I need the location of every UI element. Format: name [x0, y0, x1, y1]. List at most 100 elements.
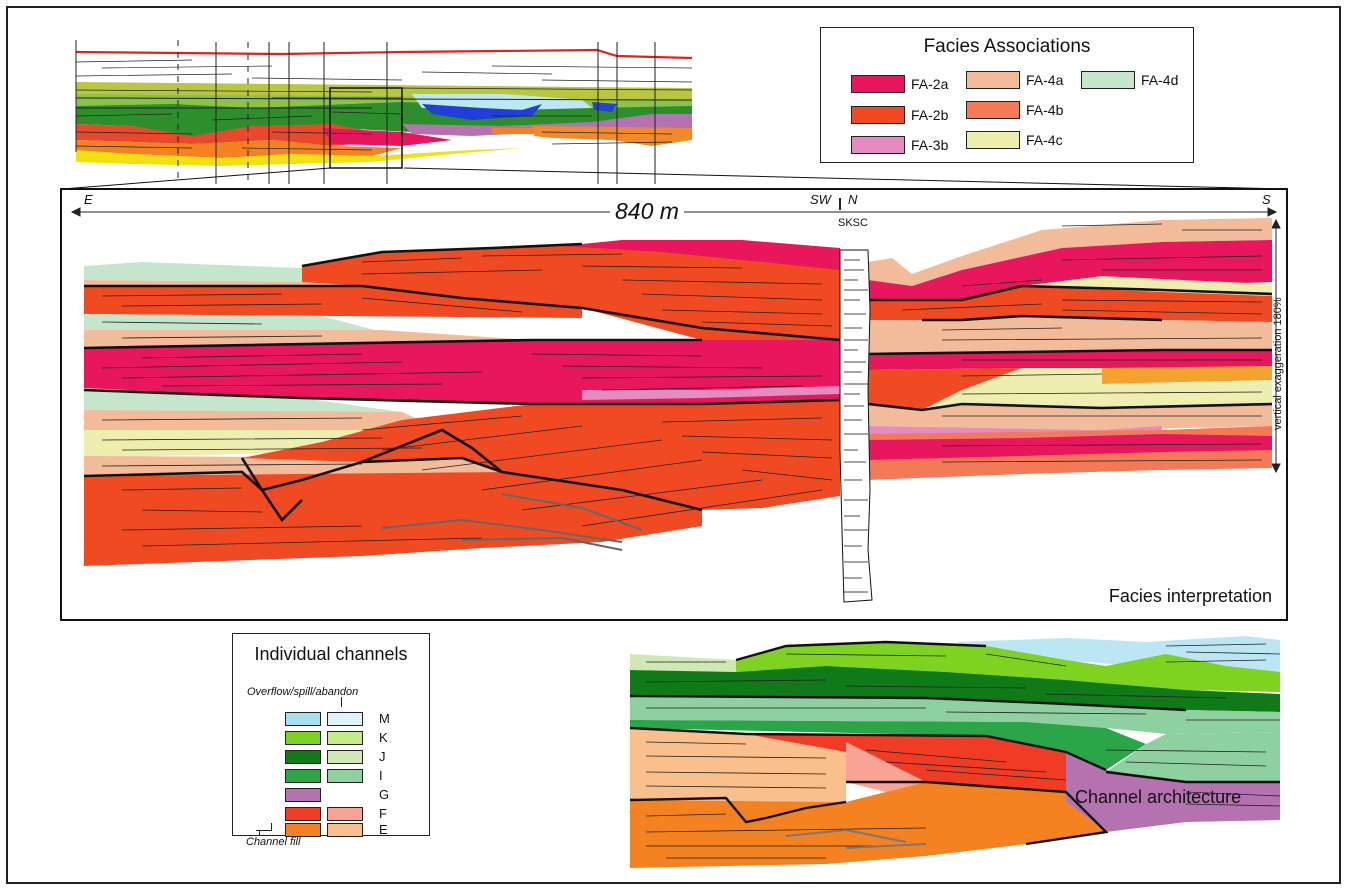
legend-label-fa3b: FA-3b [911, 137, 949, 153]
arch-layer-e [630, 782, 1106, 868]
swatch-f-fill [285, 806, 321, 821]
swatch-f-overflow [327, 806, 363, 821]
swatch-fa2b [851, 106, 905, 124]
layer-fa4a-2 [84, 330, 532, 348]
swatch-k-fill [285, 730, 321, 745]
arch-bedding [645, 643, 1280, 859]
legend-item-fa4d: FA-4d [1081, 71, 1178, 89]
arch-layer-f [746, 734, 1106, 792]
layer-fa2a-right-bottom [868, 434, 1272, 460]
layer-fa4a-right-2 [868, 316, 1272, 354]
channel-row-j: J [285, 749, 386, 764]
channel-label-k: K [379, 730, 388, 745]
facies-legend: Facies Associations FA-2a FA-2b FA-3b FA… [820, 27, 1194, 163]
sksc-label: SKSC [838, 217, 868, 229]
swatch-fa4d [1081, 71, 1135, 89]
arch-layer-i-over-right [1106, 732, 1280, 782]
legend-item-fa2a: FA-2a [851, 75, 948, 93]
channel-architecture-title: Channel architecture [1075, 787, 1242, 807]
layer-fa2b-bottom [84, 472, 702, 566]
channel-row-g: G [285, 787, 389, 802]
channel-label-g: G [379, 787, 390, 802]
channel-architecture-section [629, 636, 1280, 868]
overview-layer-darkgreen [76, 102, 692, 138]
overview-layer-orange [76, 140, 402, 158]
legend-item-fa4c: FA-4c [966, 131, 1063, 149]
swatch-i-overflow [327, 768, 363, 783]
swatch-fa3b [851, 136, 905, 154]
legend-label-fa4c: FA-4c [1026, 132, 1063, 148]
vertical-exaggeration-label: vertical exaggeration 180% [1272, 297, 1284, 430]
overview-layer-orange-right [532, 126, 692, 146]
direction-label-n: N [848, 192, 858, 207]
legend-label-fa4a: FA-4a [1026, 72, 1064, 88]
channel-fill-leader [256, 830, 272, 831]
layer-fa4a-3 [84, 410, 442, 430]
overview-layer-yellow [76, 148, 522, 166]
layer-fa4d-2 [84, 314, 382, 332]
legend-label-fa4b: FA-4b [1026, 102, 1064, 118]
channel-fill-label: Channel fill [246, 836, 301, 848]
sksc-log [839, 249, 873, 603]
layer-fa4b-right-orange [1102, 366, 1272, 384]
facies-interpretation-panel: E SW N S 840 m SKSC vertical exaggeratio… [60, 188, 1288, 621]
swatch-g-fill [285, 787, 321, 802]
layer-fa2b-right-wedge [868, 368, 1022, 410]
zoom-connector [61, 167, 1287, 190]
channel-row-k: K [285, 730, 388, 745]
log-ticks [844, 259, 868, 593]
swatch-j-overflow [327, 749, 363, 764]
swatch-m-fill [285, 711, 321, 726]
facies-interpretation-title: Facies interpretation [1108, 586, 1272, 606]
direction-label-sw: SW [810, 192, 831, 207]
layer-fa4a-right-3 [868, 404, 1272, 430]
channel-row-e: E [285, 822, 388, 837]
fill-leader [259, 830, 260, 836]
overview-layer-red [76, 124, 402, 146]
layer-fa4c-right-2 [922, 368, 1272, 410]
layer-fa4d-top [84, 262, 302, 282]
legend-label-fa2a: FA-2a [911, 76, 949, 92]
arch-layer-f-over [846, 742, 926, 792]
swatch-e-overflow [327, 822, 363, 837]
legend-label-fa2b: FA-2b [911, 107, 949, 123]
arch-layer-k [736, 642, 1280, 692]
swatch-fa4c [966, 131, 1020, 149]
channel-label-i: I [379, 768, 383, 783]
swatch-fa2a [851, 75, 905, 93]
arch-layer-i-over [630, 696, 1280, 734]
arch-major-surfaces [629, 640, 1280, 846]
overview-top-surface [75, 48, 693, 60]
swatch-fa4a [966, 71, 1020, 89]
swatch-j-fill [285, 749, 321, 764]
layer-fa2b-right [868, 286, 1272, 322]
layer-fa2b-1 [84, 286, 582, 318]
channel-label-f: F [379, 806, 387, 821]
arch-layer-i [630, 720, 1146, 770]
arch-layer-e-over [630, 728, 846, 802]
swatch-k-overflow [327, 730, 363, 745]
overview-cross-section [75, 40, 693, 184]
swatch-e-fill [285, 822, 321, 837]
legend-item-fa3b: FA-3b [851, 136, 948, 154]
layer-fa3b-sliver [582, 386, 840, 400]
arch-layer-j [630, 666, 1280, 712]
overview-layer-lightblue [412, 94, 592, 110]
channel-legend-title: Individual channels [254, 644, 408, 664]
legend-item-fa4b: FA-4b [966, 101, 1063, 119]
channel-label-e: E [379, 822, 388, 837]
overflow-leader [341, 697, 342, 707]
channel-label-m: M [379, 711, 390, 726]
channel-legend: Individual channels Overflow/spill/aband… [232, 633, 430, 837]
legend-item-fa2b: FA-2b [851, 106, 948, 124]
layer-fa2a-cap [562, 240, 840, 270]
vertical-exaggeration-arrow [1271, 218, 1281, 474]
layer-fa4a-right-top [868, 218, 1272, 286]
channel-row-f: F [285, 806, 387, 821]
legend-item-fa4a: FA-4a [966, 71, 1063, 89]
arch-layer-g [1066, 752, 1280, 832]
swatch-i-fill [285, 768, 321, 783]
channel-label-j: J [379, 749, 386, 764]
channel-row-m: M [285, 711, 390, 726]
overview-bedding [75, 59, 693, 151]
